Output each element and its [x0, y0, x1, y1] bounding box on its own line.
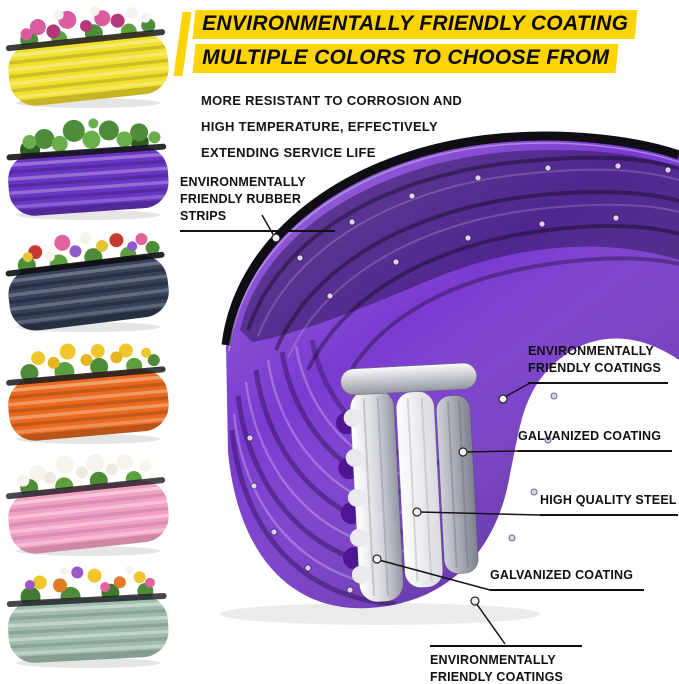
callout-text: FRIENDLY COATINGS: [430, 670, 564, 684]
bed-rim: [6, 143, 167, 161]
galvanized-layer-inner: [435, 395, 479, 574]
bed-corrugation: [5, 259, 172, 332]
bed-body: [8, 369, 169, 441]
cutaway-top-edge: [340, 362, 477, 396]
subtitle-line: MORE RESISTANT TO CORROSION AND: [201, 93, 463, 108]
product-thumb-orange: [2, 340, 174, 444]
callout-text: FRIENDLY RUBBER STRIPS: [180, 192, 302, 223]
navy-bed-illustration: [5, 231, 172, 332]
bed-rim: [6, 593, 167, 608]
product-thumb-yellow: [2, 4, 174, 108]
flower-cluster: [20, 6, 156, 50]
foliage-cluster: [20, 118, 161, 160]
callout-friendly-coatings-inner: ENVIRONMENTALLY FRIENDLY COATINGS: [430, 645, 582, 684]
bed-corrugation: [5, 37, 172, 108]
callout-text: FRIENDLY COATINGS: [528, 361, 662, 375]
title-highlight: MULTIPLE COLORS TO CHOOSE FROM: [192, 44, 619, 73]
bed-ground-shadow: [220, 603, 540, 625]
flower-cluster: [20, 343, 160, 383]
page-title-line1: ENVIRONMENTALLY FRIENDLY COATING: [192, 10, 638, 39]
yellow-bed-illustration: [5, 6, 172, 108]
bed-body: [8, 32, 169, 106]
callout-rubber-strips: ENVIRONMENTALLY FRIENDLY RUBBER STRIPS: [180, 174, 335, 232]
product-thumb-green: [2, 564, 174, 668]
subtitle-line: HIGH TEMPERATURE, EFFECTIVELY: [201, 119, 438, 134]
product-thumb-pink: [2, 452, 174, 556]
rubber-strip-rim: [221, 131, 679, 346]
bed-rim: [5, 477, 166, 500]
pink-bed-illustration: [5, 453, 172, 556]
orange-bed-illustration: [6, 343, 171, 444]
callout-steel: HIGH QUALITY STEEL: [540, 492, 678, 516]
cutaway-layers: [335, 362, 479, 603]
bed-rim: [5, 251, 165, 277]
rim-highlight: [228, 142, 679, 352]
callout-friendly-coatings-outer: ENVIRONMENTALLY FRIENDLY COATINGS: [528, 343, 668, 384]
callout-text: ENVIRONMENTALLY: [180, 175, 306, 189]
callout-text: ENVIRONMENTALLY: [430, 653, 556, 667]
bed-corrugation: [6, 152, 171, 218]
product-thumb-navy: [2, 228, 174, 332]
bed-rim: [6, 366, 166, 386]
leader-lines: [261, 214, 541, 645]
callout-galvanized-inner: GALVANIZED COATING: [490, 567, 644, 591]
callout-text: GALVANIZED COATING: [490, 568, 634, 582]
leader-dots: [271, 233, 508, 606]
bed-corrugation: [5, 485, 172, 556]
purple-bed-illustration: [6, 118, 171, 220]
subtitle-line: EXTENDING SERVICE LIFE: [201, 145, 376, 160]
bed-corrugation: [6, 374, 171, 443]
subtitle: MORE RESISTANT TO CORROSION AND HIGH TEM…: [201, 88, 462, 166]
green-bed-illustration: [6, 565, 170, 668]
bed-rim: [5, 29, 166, 52]
rivets: [246, 162, 672, 594]
bed-corrugation: [6, 601, 170, 665]
bed-body: [8, 480, 169, 554]
flower-cluster: [20, 565, 155, 607]
callout-galvanized-outer: GALVANIZED COATING: [518, 428, 672, 452]
product-thumb-purple: [2, 116, 174, 220]
callout-text: ENVIRONMENTALLY: [528, 344, 654, 358]
bed-body: [8, 146, 169, 216]
bed-body: [8, 255, 169, 331]
bed-body: [8, 595, 169, 663]
title-highlight: ENVIRONMENTALLY FRIENDLY COATING: [192, 10, 638, 39]
callout-text: GALVANIZED COATING: [518, 429, 662, 443]
page-title-line2: MULTIPLE COLORS TO CHOOSE FROM: [192, 44, 619, 73]
callout-text: HIGH QUALITY STEEL: [540, 493, 677, 507]
